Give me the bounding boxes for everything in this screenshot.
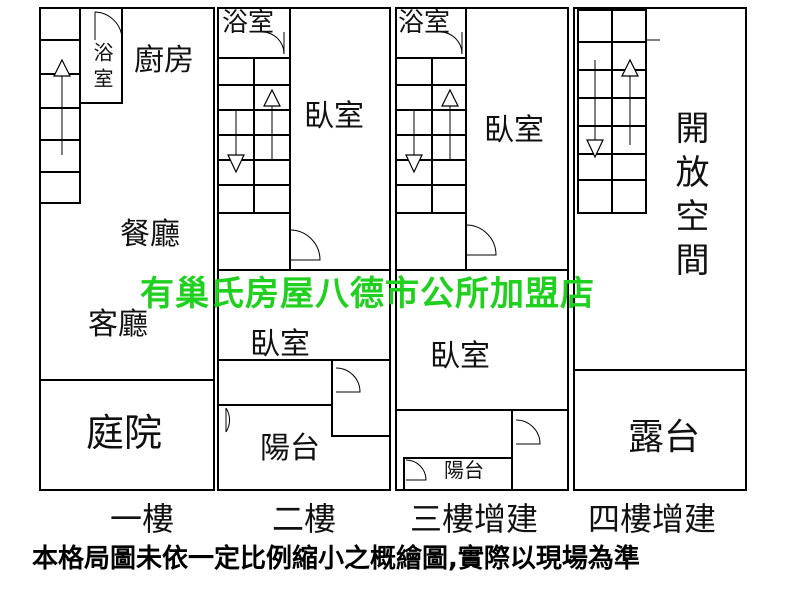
floor1-outline — [39, 7, 215, 491]
floor2-bedroom-top-label: 臥室 — [304, 99, 364, 134]
agency-watermark: 有巢氏房屋八德市公所加盟店 — [140, 274, 595, 314]
floor1-dining-label: 餐廳 — [120, 217, 180, 252]
floor1-caption: 一樓 — [110, 500, 175, 538]
floor2-balcony-label: 陽台 — [260, 431, 320, 466]
floor4-terrace-label: 露台 — [628, 417, 701, 458]
floor2-bath-label: 浴室 — [222, 8, 275, 38]
floor1-kitchen-label: 廚房 — [134, 43, 194, 78]
floor4-caption: 四樓增建 — [588, 500, 717, 538]
floor3-balcony-label: 陽台 — [444, 458, 484, 482]
floor4-open-space-label: 開放空間 — [669, 110, 709, 286]
disclaimer-note: 本格局圖未依一定比例縮小之概繪圖,實際以現場為準 — [32, 544, 640, 574]
floor1-bath-label: 浴室 — [90, 42, 114, 94]
floor2-outline — [217, 7, 391, 491]
floor3-bath-label: 浴室 — [398, 8, 451, 38]
floor1-living-label: 客廳 — [88, 307, 148, 342]
floor3-outline — [395, 7, 569, 491]
floor4-outline — [573, 7, 747, 491]
floor3-bedroom-bottom-label: 臥室 — [430, 339, 490, 374]
floor2-bedroom-bottom-label: 臥室 — [250, 327, 310, 362]
floor3-bedroom-top-label: 臥室 — [484, 113, 544, 148]
floor2-caption: 二樓 — [272, 500, 337, 538]
floor3-caption: 三樓增建 — [410, 500, 539, 538]
floor1-courtyard-label: 庭院 — [86, 411, 163, 455]
